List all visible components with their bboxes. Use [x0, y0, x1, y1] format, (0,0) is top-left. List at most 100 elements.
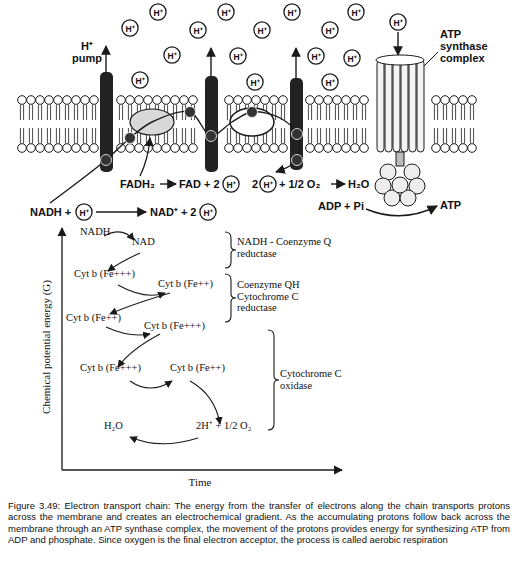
lipid-head [234, 144, 243, 153]
reactant: 2H⁺ + 1/2 O₂ [196, 420, 251, 432]
synthase-subunit [377, 60, 384, 152]
lipid-head [450, 96, 459, 105]
carrier-label: Cyt b (Fe++) [158, 278, 213, 290]
circle-shape [76, 204, 92, 220]
proton-circle: H⁺ [246, 73, 264, 91]
proton-label: H⁺ [283, 3, 301, 21]
lipid-tail [191, 128, 194, 144]
lipid-head [18, 144, 27, 153]
lipid-tail [335, 105, 338, 121]
axis-title: Time [170, 476, 230, 488]
circle-shape [230, 48, 246, 64]
lipid-tail [461, 128, 464, 144]
lipid-tail [227, 128, 230, 144]
proton-label: H⁺ [259, 175, 277, 193]
lipid-head [333, 96, 342, 105]
lipid-tail [92, 105, 95, 121]
lipid-head [441, 96, 450, 105]
synthase-stalk [396, 152, 404, 166]
reaction-arrow [160, 183, 176, 184]
circle-shape [260, 176, 276, 192]
lipid-head [450, 144, 459, 153]
proton-label: H⁺ [199, 203, 217, 221]
lipid-head [27, 96, 36, 105]
lipid-head [225, 144, 234, 153]
lipid-head [81, 144, 90, 153]
electron-transfer-arrow [190, 381, 220, 424]
circle-shape [247, 74, 263, 90]
lipid-head [342, 96, 351, 105]
proton-circle: H⁺ [229, 47, 247, 65]
lipid-tail [470, 105, 473, 121]
lipid-tail [434, 105, 437, 121]
reaction-arrow [96, 211, 146, 212]
synthase-subunit [401, 60, 408, 152]
lipid-tail [362, 105, 365, 121]
lipid-head [225, 96, 234, 105]
lipid-head [171, 144, 180, 153]
carrier-label: Cyt b (Fe++) [170, 362, 225, 374]
lipid-head [63, 144, 72, 153]
bracket [225, 232, 236, 268]
proton-circle: H⁺ [259, 175, 277, 193]
proton-circle: H⁺ [283, 3, 301, 21]
carrier-label: NAD [132, 236, 155, 248]
lipid-tail [182, 128, 185, 144]
lipid-head [117, 96, 126, 105]
proton-arrow [295, 48, 296, 78]
electron [292, 129, 303, 140]
lipid-tail [20, 128, 23, 144]
electron-transfer-arrow [118, 285, 165, 295]
complex-label: Cytochrome C oxidase [280, 368, 355, 391]
lipid-tail [281, 128, 284, 144]
lipid-head [468, 96, 477, 105]
lipid-head [324, 144, 333, 153]
proton-arrow [105, 46, 106, 72]
lipid-tail [470, 128, 473, 144]
proton-label: H⁺ [149, 3, 167, 21]
energy-graph [62, 228, 342, 470]
electron [185, 107, 196, 118]
lipid-tail [56, 128, 59, 144]
lipid-head [432, 144, 441, 153]
lipid-head [153, 144, 162, 153]
lipid-head [189, 96, 198, 105]
pump-protein [290, 78, 303, 170]
electron [292, 155, 303, 166]
lipid-tail [308, 105, 311, 121]
carrier-label: NADH [80, 226, 110, 238]
lipid-tail [83, 105, 86, 121]
lipid-tail [173, 128, 176, 144]
circle-shape [390, 14, 406, 30]
lipid-head [36, 144, 45, 153]
lipid-tail [452, 128, 455, 144]
lipid-tail [344, 128, 347, 144]
proton-label: H⁺ [229, 47, 247, 65]
lipid-tail [47, 128, 50, 144]
reaction-arrow [331, 183, 345, 184]
proton-arrow [397, 32, 398, 55]
lipid-head [279, 144, 288, 153]
lipid-tail [308, 128, 311, 144]
lipid-head [315, 96, 324, 105]
proton-circle: H⁺ [321, 21, 339, 39]
proton-circle: H⁺ [163, 46, 181, 64]
lipid-head [180, 144, 189, 153]
proton-label: H⁺ [347, 3, 365, 21]
lipid-tail [38, 105, 41, 121]
circle-shape [308, 48, 324, 64]
lipid-tail [29, 105, 32, 121]
pump-proteins [100, 72, 303, 172]
lipid-head [306, 144, 315, 153]
circle-shape [322, 74, 338, 90]
proton-label: H⁺ [321, 73, 339, 91]
lipid-tail [317, 105, 320, 121]
proton-circle: H⁺ [131, 71, 149, 89]
circle-shape [190, 22, 206, 38]
electron [247, 107, 258, 118]
proton-label: H⁺ [222, 175, 240, 193]
product: H₂O [104, 420, 123, 432]
lipid-tail [20, 105, 23, 121]
lipid-head [189, 144, 198, 153]
